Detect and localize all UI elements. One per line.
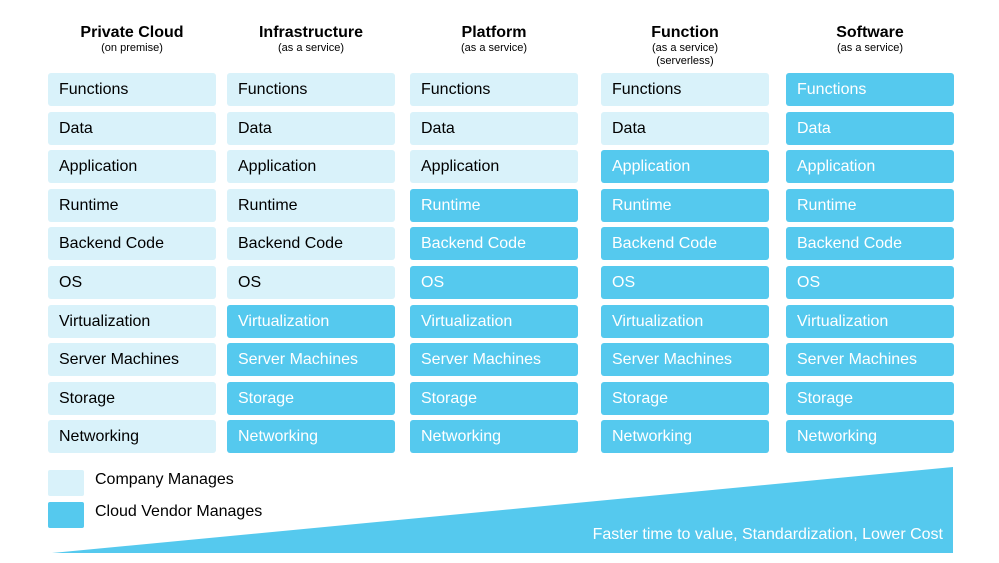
layer-cell: Functions	[786, 73, 954, 106]
layer-cell: Functions	[227, 73, 395, 106]
layer-cell: Data	[48, 112, 216, 145]
layer-cell: Runtime	[48, 189, 216, 222]
column-subtitle: (as a service)	[651, 42, 719, 54]
layer-cell: Virtualization	[227, 305, 395, 338]
layer-cell: Application	[786, 150, 954, 183]
layer-cell: Server Machines	[410, 343, 578, 376]
layer-cell: Functions	[410, 73, 578, 106]
layer-cell: Application	[48, 150, 216, 183]
layer-cell: Data	[227, 112, 395, 145]
layer-cell: Storage	[410, 382, 578, 415]
legend-vendor-swatch	[48, 502, 84, 528]
layer-cell: Storage	[227, 382, 395, 415]
layer-cell: Server Machines	[601, 343, 769, 376]
layer-cell: Data	[786, 112, 954, 145]
layer-cell: Runtime	[786, 189, 954, 222]
column-title: Platform	[461, 24, 527, 41]
column-subtitle: (as a service)	[836, 42, 904, 54]
column-header: Platform(as a service)	[410, 24, 578, 55]
layer-cell: OS	[786, 266, 954, 299]
column-subtitle: (serverless)	[656, 55, 714, 67]
layer-cell: Backend Code	[786, 227, 954, 260]
layer-cell: Backend Code	[227, 227, 395, 260]
layer-cell: Functions	[48, 73, 216, 106]
layer-cell: Runtime	[601, 189, 769, 222]
column-title: Infrastructure	[258, 24, 364, 41]
layer-cell: Runtime	[227, 189, 395, 222]
legend-vendor-label: Cloud Vendor Manages	[95, 503, 263, 520]
layer-cell: Storage	[601, 382, 769, 415]
layer-cell: Server Machines	[786, 343, 954, 376]
layer-cell: Storage	[48, 382, 216, 415]
column-title: Private Cloud	[80, 24, 184, 41]
layer-cell: Virtualization	[786, 305, 954, 338]
layer-cell: Networking	[786, 420, 954, 453]
layer-cell: Virtualization	[601, 305, 769, 338]
layer-cell: Virtualization	[48, 305, 216, 338]
column-subtitle: (as a service)	[277, 42, 345, 54]
column-header: Function(as a service)(serverless)	[601, 24, 769, 68]
column-subtitle: (on premise)	[101, 42, 163, 54]
layer-cell: Storage	[786, 382, 954, 415]
column-title: Software	[836, 24, 904, 41]
legend-company-label: Company Manages	[95, 471, 234, 488]
layer-cell: Server Machines	[227, 343, 395, 376]
column-title: Function	[651, 24, 719, 41]
layer-cell: Backend Code	[48, 227, 216, 260]
layer-cell: OS	[601, 266, 769, 299]
column-subtitle: (as a service)	[460, 42, 528, 54]
layer-cell: Functions	[601, 73, 769, 106]
layer-cell: Virtualization	[410, 305, 578, 338]
benefit-wedge-label: Faster time to value, Standardization, L…	[592, 526, 943, 543]
layer-cell: Networking	[227, 420, 395, 453]
column-header: Software(as a service)	[786, 24, 954, 55]
layer-cell: OS	[410, 266, 578, 299]
layer-cell: Application	[410, 150, 578, 183]
layer-cell: OS	[227, 266, 395, 299]
layer-cell: OS	[48, 266, 216, 299]
layer-cell: Networking	[601, 420, 769, 453]
benefit-wedge-shape	[52, 467, 953, 553]
column-header: Private Cloud(on premise)	[48, 24, 216, 55]
layer-cell: Runtime	[410, 189, 578, 222]
layer-cell: Application	[227, 150, 395, 183]
layer-cell: Data	[601, 112, 769, 145]
legend-company-swatch	[48, 470, 84, 496]
column-header: Infrastructure(as a service)	[227, 24, 395, 55]
layer-cell: Networking	[410, 420, 578, 453]
layer-cell: Backend Code	[601, 227, 769, 260]
layer-cell: Application	[601, 150, 769, 183]
layer-cell: Data	[410, 112, 578, 145]
layer-cell: Networking	[48, 420, 216, 453]
layer-cell: Server Machines	[48, 343, 216, 376]
layer-cell: Backend Code	[410, 227, 578, 260]
